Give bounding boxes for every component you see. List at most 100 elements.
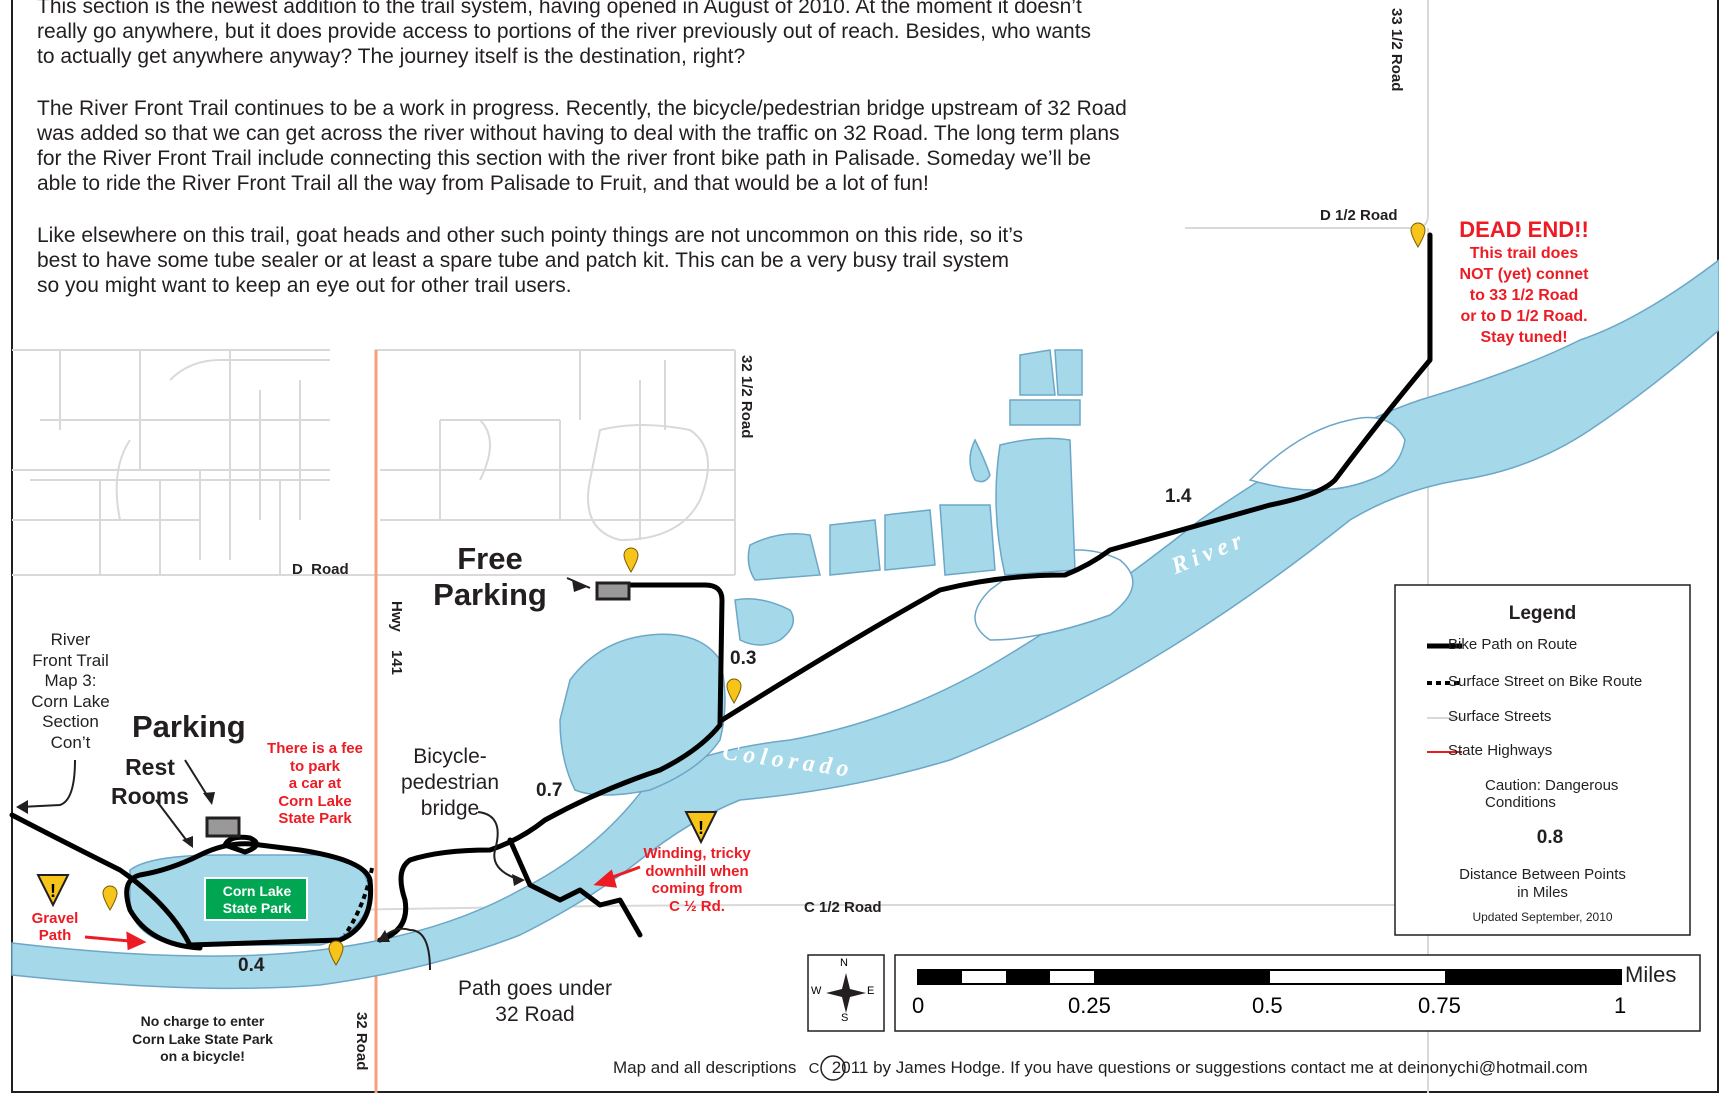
intro-p2-line2: was added so that we can get across the … — [37, 122, 1120, 145]
map-title-line: Corn Lake — [31, 691, 110, 711]
intro-p2-line1: The River Front Trail continues to be a … — [37, 97, 1127, 120]
legend-surface-streets: Surface Streets — [1448, 708, 1552, 725]
caution-icon: ! — [36, 874, 70, 908]
intro-p2-line3: for the River Front Trail include connec… — [37, 147, 1092, 170]
legend-distance-value: 0.8 — [1536, 827, 1564, 848]
intro-p3-line3: so you might want to keep an eye out for… — [37, 274, 572, 297]
fee-note-line: a car at — [288, 775, 342, 792]
road-label-33-half: 33 1/2 Road — [1388, 8, 1405, 92]
road-label-d-road: D Road — [292, 561, 349, 578]
distance-label-0-7: 0.7 — [536, 780, 563, 801]
copyright-line: Map and all descriptions C 2011 by James… — [613, 1058, 1588, 1078]
leader-lines — [19, 577, 591, 971]
bridge-label: Bicycle- pedestrian bridge — [390, 744, 510, 822]
legend-caution-line: Caution: Dangerous — [1485, 777, 1619, 794]
scale-tick-0-5: 0.5 — [1252, 993, 1283, 1018]
rest-rooms-line: Rooms — [111, 783, 189, 809]
distance-label-0-3: 0.3 — [730, 648, 757, 669]
legend-state-highways: State Highways — [1448, 742, 1553, 759]
fee-note: There is a fee to park a car at Corn Lak… — [250, 740, 380, 828]
no-charge-line: on a bicycle! — [160, 1048, 245, 1064]
rest-rooms-line: Rest — [125, 754, 175, 780]
bridge-line: pedestrian — [400, 771, 500, 794]
pond-h — [1054, 349, 1083, 396]
legend-distance-line: Distance Between Points — [1459, 866, 1626, 883]
surface-street-bike-route — [343, 867, 374, 937]
dead-end-line: or to D 1/2 Road. — [1460, 308, 1588, 325]
pond-a — [747, 533, 821, 581]
dead-end-line: Stay tuned! — [1480, 329, 1568, 346]
road-label-32-half: 32 1/2 Road — [738, 355, 755, 439]
caution-icon: ! — [684, 811, 718, 845]
pond-e — [995, 437, 1076, 576]
winding-line: downhill when — [645, 862, 749, 880]
svg-text:!: ! — [698, 818, 704, 838]
pond-g — [1019, 349, 1056, 396]
copyright-symbol: C — [808, 1060, 820, 1077]
red-arrows — [84, 865, 641, 951]
pond-d — [939, 504, 996, 576]
under-road-line: 32 Road — [495, 1003, 575, 1026]
gravel-path-label: Gravel Path — [25, 910, 85, 944]
intro-p3-line2: best to have some tube sealer or at leas… — [37, 249, 1009, 272]
scale-bar — [894, 954, 1701, 1032]
legend-bike-path: Bike Path on Route — [1448, 636, 1578, 653]
bike-path — [9, 232, 1433, 951]
winding-line: C ½ Rd. — [669, 897, 725, 915]
intro-p1-line2: really go anywhere, but it does provide … — [37, 20, 1092, 43]
fee-note-line: State Park — [278, 810, 352, 827]
legend-caution-line: Conditions — [1485, 794, 1556, 811]
parking-label: Parking — [132, 709, 246, 744]
copyright-after: 2011 by James Hodge. If you have questio… — [831, 1058, 1588, 1077]
distance-label-1-4: 1.4 — [1165, 486, 1192, 507]
free-parking-line: Parking — [433, 577, 547, 612]
legend-title: Legend — [1508, 603, 1577, 624]
under-road-line: Path goes under — [457, 977, 613, 1000]
gravel-path-line: Gravel — [31, 910, 79, 927]
fee-note-line: to park — [289, 757, 340, 775]
road-label-hwy: Hwy — [388, 601, 405, 632]
fee-note-line: There is a fee — [267, 740, 363, 757]
intro-text: This section is the newest addition to t… — [37, 0, 1257, 298]
bridge-line: Bicycle- — [413, 745, 487, 768]
bridge-line: bridge — [420, 797, 480, 820]
corn-lake-park-box — [204, 877, 308, 921]
compass-rose — [807, 954, 885, 1032]
free-parking-line: Free — [457, 541, 523, 576]
pond-small — [734, 598, 795, 646]
winding-line: Winding, tricky — [643, 845, 751, 862]
road-label-hwy-141: 141 — [388, 650, 405, 676]
intro-spacer — [37, 69, 1257, 96]
intro-p3-line1: Like elsewhere on this trail, goat heads… — [37, 224, 1024, 247]
intro-p1-line1: This section is the newest addition to t… — [37, 0, 1082, 18]
water-features — [11, 259, 1719, 990]
free-parking-label: Free Parking — [430, 541, 550, 613]
pond-i — [969, 438, 991, 483]
scale-tick-0: 0 — [912, 993, 925, 1018]
distance-label-0-4: 0.4 — [238, 955, 265, 976]
leader-arrowheads — [16, 580, 587, 942]
copyright-before: Map and all descriptions — [613, 1058, 797, 1077]
winding-line: coming from — [651, 880, 743, 897]
map-title-line: Con’t — [50, 732, 91, 752]
svg-text:!: ! — [50, 881, 56, 901]
map-title: River Front Trail Map 3: Corn Lake Secti… — [18, 630, 123, 753]
winding-note: Winding, tricky downhill when coming fro… — [632, 845, 762, 915]
intro-p2-line4: able to ride the River Front Trail all t… — [37, 172, 929, 195]
no-charge-note: No charge to enter Corn Lake State Park … — [110, 1013, 295, 1066]
pond-c — [884, 509, 936, 571]
rest-rooms-label: Rest Rooms — [105, 753, 195, 811]
compass-n: N — [840, 957, 848, 969]
parking-icons — [205, 581, 631, 838]
legend-distance-desc: Distance Between Points in Miles — [1395, 866, 1690, 902]
compass-s: S — [841, 1012, 849, 1024]
map-frame — [11, 0, 1719, 1093]
legend-box — [1394, 584, 1691, 936]
map-title-line: Front Trail — [32, 650, 109, 670]
legend-updated: Updated September, 2010 — [1472, 910, 1613, 924]
dead-end-line: to 33 1/2 Road — [1469, 287, 1579, 304]
corn-lake-park-label: Corn Lake State Park — [207, 883, 307, 917]
corn-lake-line: Corn Lake — [222, 883, 292, 899]
map-title-line: Section — [42, 712, 99, 731]
